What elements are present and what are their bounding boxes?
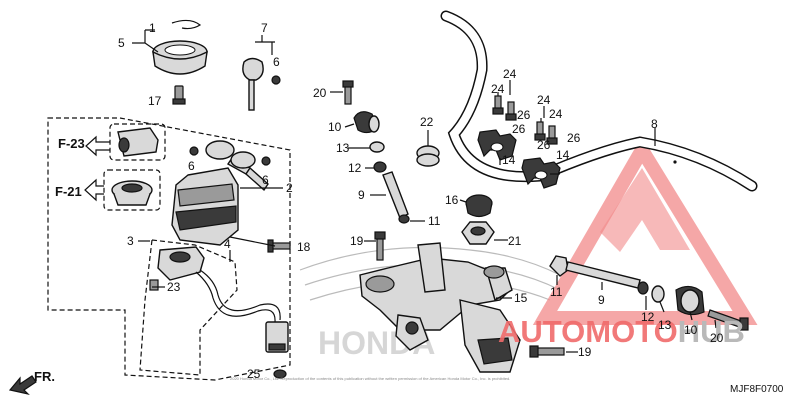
ref-f21-label: F-21 [55, 184, 82, 199]
part-17-screw [172, 85, 186, 105]
callout-11: 11 [428, 214, 441, 228]
part-14-holder-left [477, 129, 517, 161]
part-19-bolt-lower [529, 345, 565, 358]
callout-19-lower: 19 [578, 345, 592, 359]
part-20-screw-right [707, 309, 749, 331]
part-22-grommet [416, 145, 440, 167]
callout-21: 21 [508, 234, 522, 248]
ref-f23-box [109, 123, 166, 161]
callout-1: 1 [149, 21, 156, 35]
part-23-screw-left [149, 279, 159, 291]
brand-watermark-b: HUB [678, 314, 745, 349]
callout-14-right: 14 [556, 148, 570, 162]
part-14-holder-right [521, 157, 561, 189]
callout-2: 2 [286, 181, 293, 195]
callout-17: 17 [148, 94, 162, 108]
part-5-cover [152, 40, 208, 75]
part-10-weight-right [675, 285, 705, 316]
callout-19-upper: 19 [350, 234, 364, 248]
callout-20: 20 [313, 86, 327, 100]
ignition-switch-group: F-23 F-21 [47, 19, 291, 381]
part-20-screw [342, 80, 354, 105]
part-12-ring-right [637, 281, 649, 295]
clamp-bolts-right [534, 121, 558, 145]
callout-13-right: 13 [658, 318, 672, 332]
copyright-text: 2020 Honda Motor Co., Ltd. Reproduction … [230, 376, 510, 381]
part-11-nut-center [398, 214, 410, 224]
callout-16: 16 [445, 193, 459, 207]
callout-15: 15 [514, 291, 528, 305]
part-21-stem-nut [461, 221, 495, 245]
callout-10: 10 [328, 120, 342, 134]
part-6-washer-right [261, 156, 271, 166]
part-12-ring [373, 161, 387, 173]
part-9-shaft [382, 171, 409, 219]
part-6-washer-mid [189, 146, 199, 156]
part-6-washer-top [271, 75, 281, 85]
callout-6-top: 6 [273, 55, 280, 69]
callout-13: 13 [336, 141, 350, 155]
part-16-cap [465, 194, 493, 218]
brand-watermark: AUTOMOTOHUB [498, 314, 745, 349]
automotohub-logo [532, 136, 758, 325]
callout-12-right: 12 [641, 310, 655, 324]
callout-6-right: 6 [262, 173, 269, 187]
part-13-ring [369, 141, 385, 153]
callout-5: 5 [118, 36, 125, 50]
callout-6-mid: 6 [188, 159, 195, 173]
callout-labels: 1 5 17 7 6 6 6 2 3 4 18 23 25 20 10 13 1… [118, 21, 724, 381]
part-15-top-bridge [359, 242, 521, 373]
callout-9: 9 [358, 188, 365, 202]
part-25-clip [273, 369, 287, 379]
callout-24-b: 24 [491, 82, 505, 96]
switch-assembly-outline [139, 239, 238, 376]
callout-8: 8 [651, 117, 658, 131]
callout-25: 25 [247, 367, 261, 381]
callout-11-right: 11 [550, 285, 563, 299]
callout-24-d: 24 [549, 107, 563, 121]
callout-26-d: 26 [537, 138, 551, 152]
callout-14-left: 14 [502, 153, 516, 167]
callout-26-a: 26 [517, 108, 531, 122]
part-4-switch-unit [157, 246, 289, 353]
part-1-clip [171, 19, 202, 30]
handlebar-group [440, 10, 758, 331]
callout-23: 23 [167, 280, 181, 294]
callout-4: 4 [224, 237, 231, 251]
callout-9-right: 9 [598, 293, 605, 307]
part-19-bolt-upper [374, 231, 386, 261]
callout-7: 7 [261, 21, 268, 35]
callout-26-b: 26 [512, 122, 526, 136]
callout-20-right: 20 [710, 331, 724, 345]
diagram-code: MJF8F0700 [730, 384, 784, 395]
callout-3: 3 [127, 234, 134, 248]
front-direction-label: FR. [34, 369, 55, 384]
callout-24-c: 24 [537, 93, 551, 107]
part-13-ring-right [651, 285, 665, 303]
callout-12: 12 [348, 161, 362, 175]
ref-f21-box [103, 169, 161, 211]
part-10-bar-end-weight [353, 111, 380, 134]
steering-stem-group [330, 80, 578, 373]
ignition-assembly-outline [47, 117, 291, 381]
part-18-bolt [267, 239, 291, 253]
callout-24-a: 24 [503, 67, 517, 81]
callout-10-right: 10 [684, 323, 698, 337]
callout-22: 22 [420, 115, 434, 129]
front-direction-arrow: FR. [8, 369, 55, 396]
part-7-key [242, 57, 264, 111]
ref-f21-arrow [84, 178, 104, 202]
ref-f23-label: F-23 [58, 136, 85, 151]
part-2-ignition-switch [171, 140, 269, 246]
ref-f23-arrow [85, 135, 110, 157]
callout-18: 18 [297, 240, 311, 254]
callout-26-c: 26 [567, 131, 581, 145]
brand-watermark-a: AUTOMOTO [498, 314, 678, 349]
clamp-bolts-left [492, 95, 517, 121]
